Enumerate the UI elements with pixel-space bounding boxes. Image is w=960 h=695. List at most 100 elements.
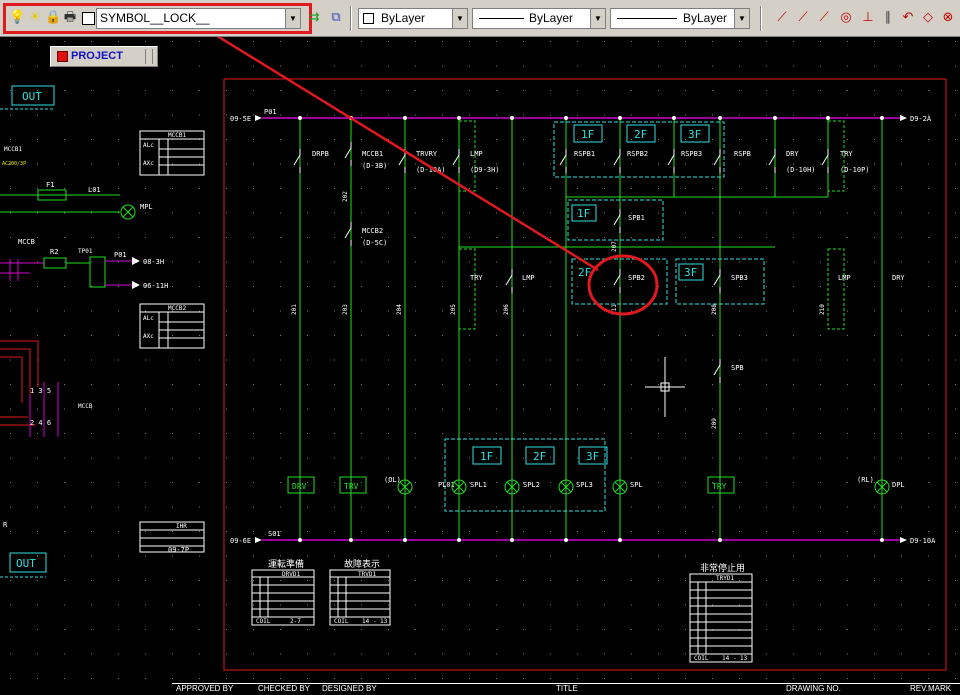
- layer-dropdown[interactable]: SYMBOL__LOCK__ ▼: [96, 8, 301, 29]
- mccb-left-label: MCCB: [18, 238, 35, 246]
- table1-sub: DRVD1: [282, 571, 300, 578]
- rev-mark-label: REV.MARK: [910, 684, 952, 693]
- left-partial-area: OUT MCCB1 AC200/3P MCCB1 ALc AXc F1 L01 …: [0, 85, 205, 578]
- svg-text:208: 208: [711, 304, 718, 315]
- approved-by-label: APPROVED BY: [176, 684, 234, 693]
- snap-perpendicular-icon[interactable]: ⊥: [862, 10, 874, 25]
- svg-text:202: 202: [342, 191, 349, 202]
- trvry-label: TRVRY: [416, 150, 438, 158]
- trv-coil-label: TRV: [344, 482, 359, 491]
- relay-coils-bottom: DRV TRV TRY: [287, 476, 735, 494]
- out-label-bottom: OUT: [16, 557, 36, 570]
- snap-midpoint-icon[interactable]: ⟋: [798, 10, 808, 25]
- snap-center-icon[interactable]: ◎: [840, 10, 852, 25]
- lineweight-preview-icon: [617, 18, 677, 19]
- drawing-no-label: DRAWING NO.: [786, 684, 841, 693]
- svg-text:204: 204: [396, 304, 403, 315]
- layer-name: SYMBOL__LOCK__: [100, 11, 210, 25]
- svg-text:1 3 5: 1 3 5: [30, 387, 51, 395]
- svg-text:207: 207: [611, 241, 618, 252]
- table1-coil-label: COIL: [256, 618, 271, 625]
- dry-right-label: DRY: [892, 274, 905, 282]
- chevron-down-icon[interactable]: ▼: [452, 9, 467, 28]
- snap-intersection-icon[interactable]: ⟋: [819, 10, 829, 25]
- chevron-down-icon[interactable]: ▼: [734, 9, 749, 28]
- svg-text:TP01: TP01: [78, 248, 93, 255]
- snap-node-icon[interactable]: ⊗: [942, 10, 954, 25]
- floor-3f-mid: 3F: [684, 266, 697, 279]
- lineweight-dropdown[interactable]: ByLayer ▼: [610, 8, 750, 29]
- try-top-label: TRY: [840, 150, 853, 158]
- try-coil-label: TRY: [712, 482, 727, 491]
- grid-dots: [0, 37, 960, 683]
- project-button-label: PROJECT: [71, 50, 123, 62]
- spl-label: SPL: [630, 481, 643, 489]
- spb-label: SPB: [731, 364, 744, 372]
- svg-text:201: 201: [291, 304, 298, 315]
- snap-endpoint-icon[interactable]: ⟋: [777, 10, 787, 25]
- layer-previous-icon[interactable]: ⧉: [331, 10, 341, 25]
- layer-on-bulb-icon[interactable]: 💡: [9, 10, 26, 25]
- trvry-ref: (D-10A): [416, 166, 446, 174]
- svg-text:206: 206: [503, 304, 510, 315]
- linetype-dropdown[interactable]: ByLayer ▼: [472, 8, 606, 29]
- component-labels: DRPB MCCB1 (D-3B) MCCB2 (D-5C) TRVRY (D-…: [312, 150, 905, 489]
- table2-coil-label: COIL: [334, 618, 349, 625]
- floor-1f-mid: 1F: [577, 207, 590, 220]
- checked-by-label: CHECKED BY: [258, 684, 311, 693]
- contact-symbols: [293, 142, 829, 383]
- pl01-label: PL01: [438, 481, 455, 489]
- spb1-label: SPB1: [628, 214, 645, 222]
- make-layer-current-icon[interactable]: ⇉: [308, 10, 320, 25]
- annotation-arrow: [213, 32, 599, 272]
- rl-label: (RL): [857, 476, 874, 484]
- lmp-right-label: LMP: [838, 274, 851, 282]
- lineweight-value: ByLayer: [683, 11, 728, 25]
- try-top-ref: (D-10P): [840, 166, 870, 174]
- snap-parallel-icon[interactable]: ∥: [884, 10, 892, 25]
- svg-text:AXc: AXc: [143, 333, 154, 340]
- layer-color-swatch-icon: [82, 12, 95, 25]
- ref-3h-label: 08-3H: [143, 258, 164, 266]
- bus-bottom-label: 09-6E: [230, 537, 251, 545]
- plot-printer-icon[interactable]: 🖶: [63, 10, 77, 25]
- try-mid-label: TRY: [470, 274, 483, 282]
- project-button[interactable]: PROJECT: [50, 46, 158, 67]
- ol-label: (OL): [384, 476, 401, 484]
- rspb2-label: RSPB2: [627, 150, 648, 158]
- mccb2-ref: (D-5C): [362, 239, 387, 247]
- color-dropdown[interactable]: ByLayer ▼: [358, 8, 468, 29]
- chevron-down-icon[interactable]: ▼: [590, 9, 605, 28]
- chevron-down-icon[interactable]: ▼: [285, 9, 300, 28]
- layer-dropdown-highlight: [3, 3, 312, 34]
- drawing-canvas[interactable]: OUT MCCB1 AC200/3P MCCB1 ALc AXc F1 L01 …: [0, 32, 960, 683]
- freeze-sun-icon[interactable]: ☀: [29, 10, 41, 25]
- svg-text:R: R: [3, 521, 8, 529]
- grip-handle-icon[interactable]: [145, 49, 153, 64]
- title-label: TITLE: [556, 684, 578, 693]
- bus-top-right-label: D9-2A: [910, 115, 932, 123]
- wire-numbers: 201 202 203 204 205 206 207 208 209 210 …: [291, 191, 826, 429]
- out-box-top: [11, 85, 55, 106]
- table2-title: 故障表示: [344, 558, 380, 570]
- bus-top-wire-label: P01: [264, 108, 277, 116]
- mccb-bottom-label: MCCB: [78, 403, 93, 410]
- ref-11h-label: 06-11H: [143, 282, 168, 290]
- floor-2f-mid: 2F: [578, 266, 591, 279]
- snap-tangent-icon[interactable]: ↶: [902, 10, 914, 25]
- floor-1f-bottom: 1F: [480, 450, 493, 463]
- linetype-value: ByLayer: [529, 11, 574, 25]
- svg-text:ALc: ALc: [143, 142, 154, 149]
- svg-text:205: 205: [450, 304, 457, 315]
- svg-text:203: 203: [342, 304, 349, 315]
- bus-bottom-right-label: D9-10A: [910, 537, 936, 545]
- lock-icon[interactable]: 🔒: [45, 10, 62, 25]
- spl2-label: SPL2: [523, 481, 540, 489]
- relay-boxes: [458, 120, 845, 330]
- table2-coil-value: 14 - 13: [362, 618, 388, 625]
- spl1-label: SPL1: [470, 481, 487, 489]
- mccb1-ref: (D-3B): [362, 162, 387, 170]
- snap-quadrant-icon[interactable]: ◇: [923, 10, 933, 25]
- dpl-label: DPL: [892, 481, 905, 489]
- drpb-label: DRPB: [312, 150, 329, 158]
